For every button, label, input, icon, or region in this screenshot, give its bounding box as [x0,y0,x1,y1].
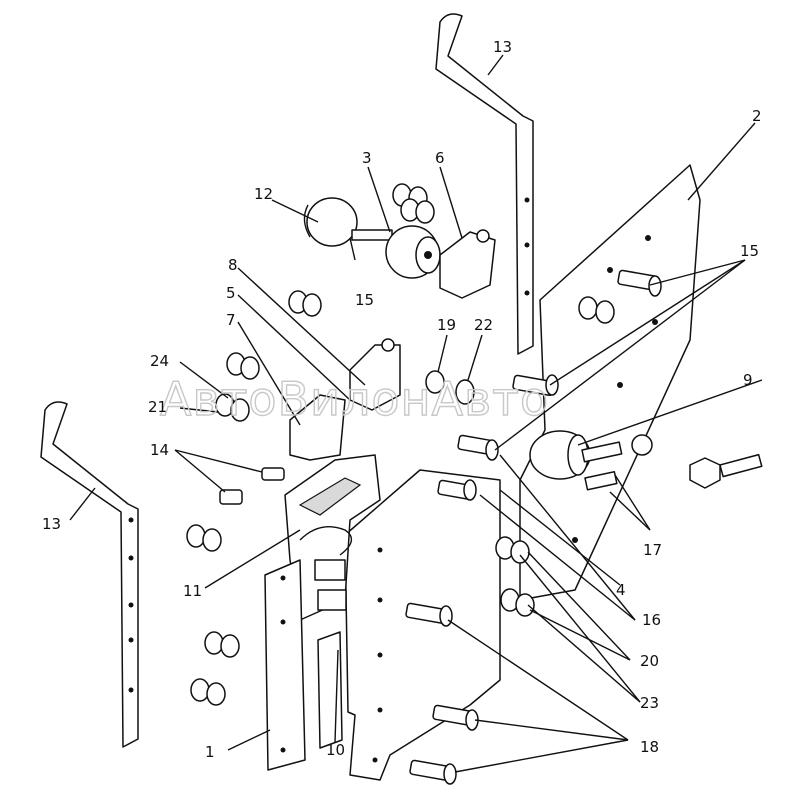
nut-washer-group-plate [578,296,615,324]
callout-6: 6 [435,149,445,167]
callout-10: 10 [326,741,345,759]
bolt-15-b [512,374,559,397]
nut-washer-group-24 [226,352,260,380]
nut-washer-group-21 [215,393,250,422]
callout-5: 5 [226,284,236,302]
callout-15-right: 15 [740,242,759,260]
housing-6 [439,229,496,299]
callout-22: 22 [474,316,493,334]
watermark-text: АвтоВилонАвто [160,372,549,426]
callout-23: 23 [640,694,659,712]
callout-13-left: 13 [42,515,61,533]
callout-16: 16 [642,611,661,629]
callout-7: 7 [226,311,236,329]
bolt-18-c [409,759,457,785]
nut-washer-group-20 [495,536,530,564]
callout-20: 20 [640,652,659,670]
callout-3: 3 [362,149,372,167]
callout-17: 17 [643,541,662,559]
bolt-14-a [261,467,285,481]
callout-2: 2 [752,107,762,125]
nut-washer-group-left-1 [186,524,222,552]
callout-8: 8 [228,256,238,274]
callout-12: 12 [254,185,273,203]
hex-bolt [689,453,763,489]
bolt-14-b [219,489,243,505]
callout-24: 24 [150,352,169,370]
callout-13-top: 13 [493,38,512,56]
callout-18: 18 [640,738,659,756]
fuse-cylinder-12 [303,197,358,247]
bushing-9 [529,430,623,491]
callout-11: 11 [183,582,202,600]
callout-9: 9 [743,371,753,389]
nut-washer-group-23 [500,588,535,617]
bracket-10 [317,631,343,749]
bracket-13-left [40,401,139,748]
cover-plate-4 [344,469,501,781]
nut-washer-group-19-22 [425,370,475,405]
nut-washer-group-left-2 [204,631,240,658]
callout-14: 14 [150,441,169,459]
nut-washer-group-5 [288,290,322,317]
callout-1: 1 [205,743,215,761]
mounting-plate-2 [519,164,701,601]
relay-block-11 [284,454,381,621]
bolt-16-a [457,434,499,461]
nut-washer-group-top [392,183,435,224]
callout-21: 21 [148,398,167,416]
leader-lines [69,54,763,773]
callout-4: 4 [616,581,626,599]
bolt-16-b [437,479,477,501]
bracket-13-top [435,13,534,355]
housing-7 [289,394,346,461]
callout-19: 19 [437,316,456,334]
side-strip-1 [264,559,306,771]
insulator-3 [385,225,441,279]
nut-washer-group-left-3 [190,678,226,706]
spindle-15 [351,229,393,241]
callout-labels: 1 2 3 4 5 6 7 8 9 10 11 12 13 13 14 15 1… [42,38,762,761]
callout-15-center: 15 [355,291,374,309]
bolt-15-a [617,269,662,297]
bolt-18-b [432,704,479,731]
